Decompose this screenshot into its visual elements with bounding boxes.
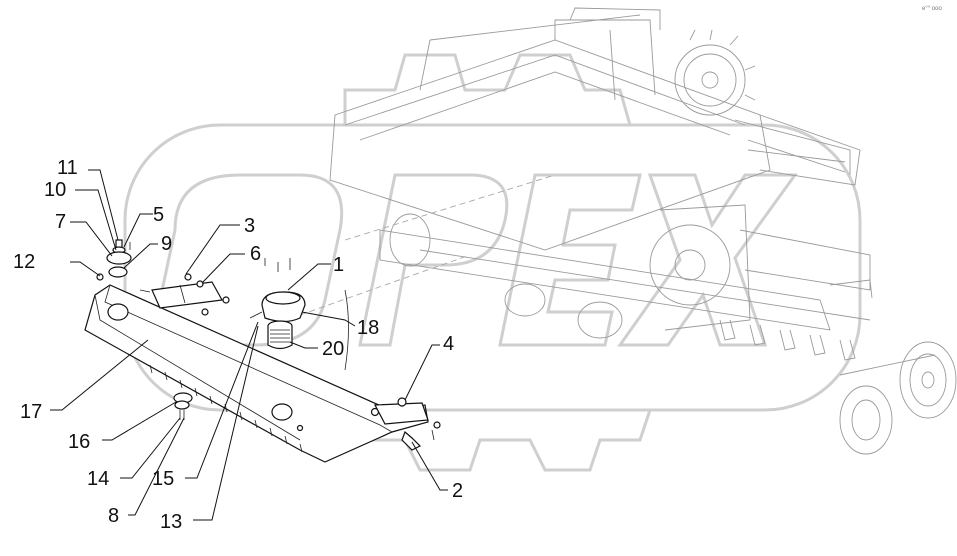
- callout-13: 13: [160, 511, 182, 533]
- callout-10: 10: [44, 179, 66, 201]
- filter-assembly: [249, 258, 349, 371]
- callout-18: 18: [357, 317, 379, 339]
- callout-12: 12: [13, 251, 35, 273]
- callout-5: 5: [153, 204, 164, 226]
- watermark-letter-e: [498, 173, 642, 347]
- callout-7: 7: [55, 211, 66, 233]
- callout-14: 14: [87, 468, 109, 490]
- callout-6: 6: [250, 243, 261, 265]
- watermark-letter-p: [358, 173, 509, 347]
- bracket-hole: [107, 303, 129, 321]
- callout-9: 9: [161, 233, 172, 255]
- mounting-plate: [139, 273, 230, 316]
- callout-4: 4: [443, 333, 454, 355]
- callout-16: 16: [68, 431, 90, 453]
- leader-lines: [50, 169, 448, 521]
- callout-11: 11: [57, 157, 78, 179]
- watermark-logo: [123, 53, 862, 472]
- callout-3: 3: [244, 215, 255, 237]
- callout-17: 17: [20, 401, 42, 423]
- callout-1: 1: [333, 254, 344, 276]
- bushing-assembly: [173, 392, 193, 420]
- callout-8: 8: [108, 505, 119, 527]
- corner-code: e°° ooo: [922, 6, 942, 12]
- callout-20: 20: [322, 338, 344, 360]
- main-bracket-part-17: [84, 284, 429, 463]
- callout-labels: 11 10 7 5 9 3 6 12 1 18 20 4 17 16 14 15…: [13, 157, 463, 533]
- bracket-hole: [271, 403, 293, 421]
- stacked-fastener-set: [96, 239, 132, 281]
- background-machine-outline: [299, 7, 957, 455]
- watermark-gear-outline: [343, 53, 632, 126]
- right-mounting-bracket: [374, 397, 441, 451]
- callout-15: 15: [152, 468, 174, 490]
- callout-2: 2: [452, 480, 463, 502]
- watermark-letter-x: [617, 173, 798, 347]
- watermark-gear-outline-bottom: [358, 409, 652, 472]
